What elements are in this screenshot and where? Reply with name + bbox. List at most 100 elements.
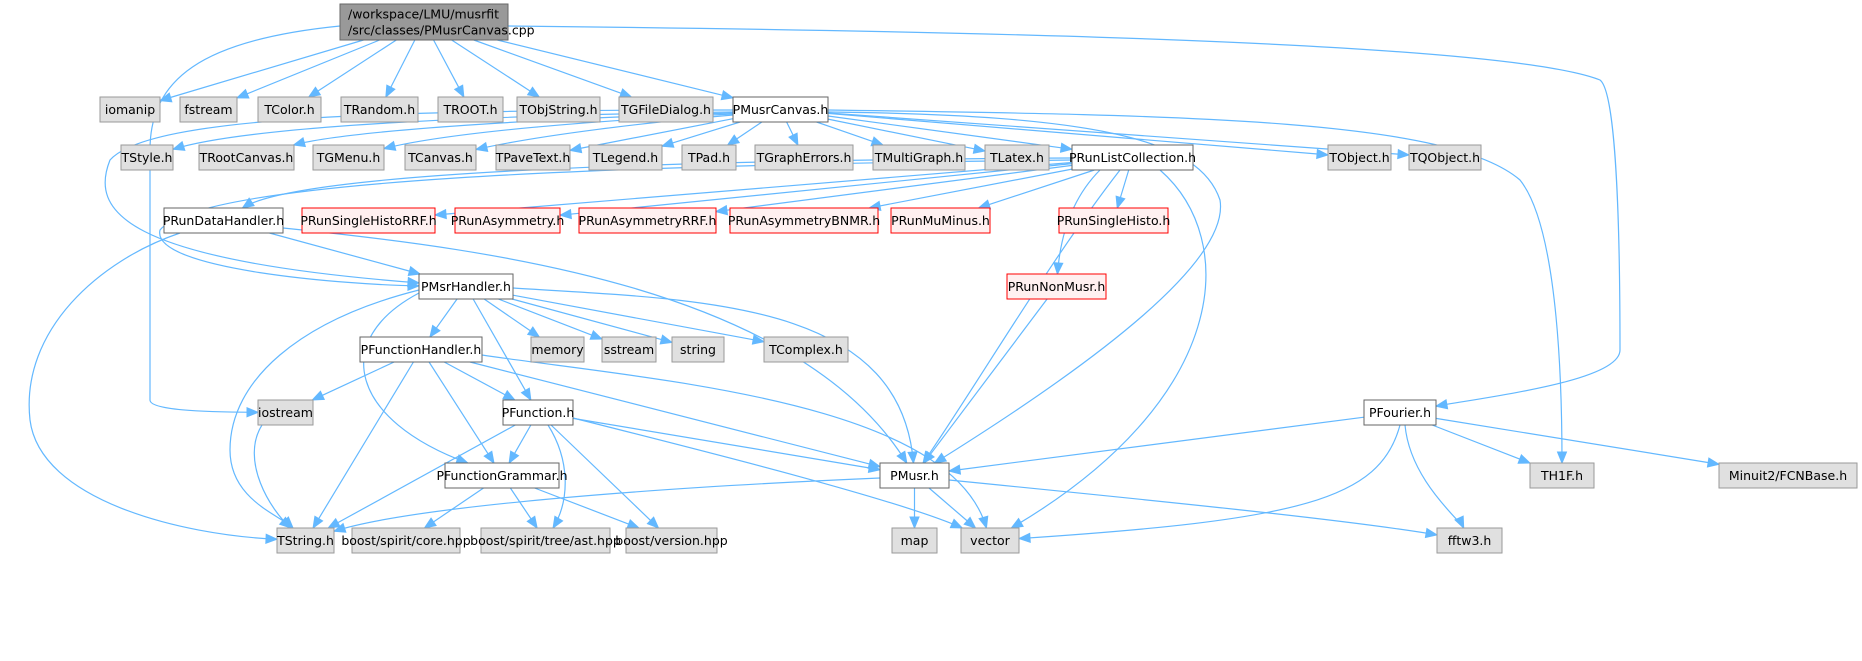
edge-line (877, 168, 1073, 207)
edge-arrowhead (1316, 148, 1330, 160)
node-box (872, 144, 966, 171)
edge-line (320, 361, 395, 397)
edge-arrowhead (526, 86, 541, 98)
edge-arrowhead (382, 140, 397, 151)
node-PFunction[interactable]: PFunction.h (502, 399, 575, 426)
node-box (120, 144, 174, 171)
node-box (960, 527, 1020, 554)
edge-PMusrCanvas-to-TLegend (660, 121, 741, 148)
edge-line (550, 424, 653, 523)
node-PRunAsymmetry: PRunAsymmetry.h (451, 207, 564, 234)
edge-PRunDataHandler-to-PMusr (282, 227, 908, 465)
edge-line (315, 39, 397, 93)
node-label: PRunAsymmetryBNMR.h (728, 213, 880, 228)
node-label: TMultiGraph.h (874, 150, 963, 165)
node-label: sstream (604, 342, 654, 357)
node-PMusrCanvas[interactable]: PMusrCanvas.h (732, 96, 829, 123)
edge-arrowhead (907, 451, 918, 465)
node-box (890, 207, 991, 234)
node-iostream: iostream (257, 399, 314, 426)
node-PFunctionGrammar[interactable]: PFunctionGrammar.h (436, 462, 568, 489)
edge-line (443, 361, 508, 397)
edge-PMusrCanvas-to-PRunListCollection (827, 115, 1074, 153)
node-label: PRunNonMusr.h (1008, 279, 1106, 294)
node-spirit_core: boost/spirit/core.hpp (341, 527, 471, 554)
edge-arrowhead (558, 208, 572, 220)
node-box (454, 207, 561, 234)
node-label: TComplex.h (768, 342, 843, 357)
edge-PMsrHandler-to-PMusr (512, 287, 918, 465)
edge-line (986, 169, 1095, 206)
edge-line (28, 232, 278, 540)
node-label: PMusrCanvas.h (733, 102, 829, 117)
edge-PMusr-to-vector (928, 487, 977, 529)
node-box (763, 336, 849, 363)
edge-line (534, 487, 631, 526)
node-box (891, 527, 938, 554)
node-PMusr[interactable]: PMusr.h (879, 462, 950, 489)
node-box (502, 399, 574, 426)
node-label: PRunSingleHistoRRF.h (300, 213, 436, 228)
edge-arrowhead (526, 326, 541, 338)
edge-line (957, 416, 1365, 471)
edge-PFunction-to-PFunctionGrammar (508, 424, 532, 465)
edge-arrowhead (646, 516, 660, 529)
node-TPad: TPad.h (681, 144, 737, 171)
node-box (681, 144, 737, 171)
edge-PMusrCanvas-to-TMultiGraph (816, 121, 885, 147)
node-TStyle: TStyle.h (120, 144, 174, 171)
edge-arrowhead (949, 518, 964, 529)
edge-line (512, 287, 915, 464)
node-PRunNonMusr: PRunNonMusr.h (1006, 273, 1107, 300)
edge-PMsrHandler-to-PFunctionGrammar (363, 292, 470, 464)
edge-root-to-iostream (149, 25, 341, 418)
node-root[interactable]: /workspace/LMU/musrfit/src/classes/PMusr… (339, 3, 535, 41)
node-box (1058, 207, 1169, 234)
edge-PMusr-to-TString (332, 477, 881, 533)
node-label: TH1F.h (1540, 468, 1583, 483)
edge-arrowhead (867, 462, 882, 474)
edge-line (472, 298, 527, 393)
edge-PMusr-to-fftw3 (948, 479, 1439, 539)
edge-arrowhead (292, 136, 307, 148)
node-label: string (680, 342, 716, 357)
edge-arrowhead (1434, 399, 1449, 410)
node-box (1408, 144, 1482, 171)
node-label: TLegend.h (592, 150, 658, 165)
node-label: vector (970, 533, 1011, 548)
node-label: PFourier.h (1369, 405, 1431, 420)
node-PMsrHandler[interactable]: PMsrHandler.h (418, 273, 514, 300)
edge-arrowhead (660, 137, 675, 148)
node-TGraphErrors: TGraphErrors.h (754, 144, 854, 171)
edge-line (511, 298, 664, 341)
edge-line (282, 227, 908, 464)
node-PRunDataHandler[interactable]: PRunDataHandler.h (163, 207, 284, 234)
edge-line (1431, 424, 1522, 461)
node-label: TQObject.h (1409, 150, 1480, 165)
edge-arrowhead (933, 452, 948, 464)
edge-line (269, 232, 412, 273)
node-label: TStyle.h (121, 150, 173, 165)
node-box (588, 144, 663, 171)
node-label: boost/spirit/tree/ast.hpp (470, 533, 621, 548)
node-PRunListCollection[interactable]: PRunListCollection.h (1069, 144, 1196, 171)
edge-arrowhead (751, 334, 766, 345)
edge-PFunction-to-vector (572, 417, 964, 529)
edge-PMusrCanvas-to-TObject (827, 112, 1330, 160)
node-PRunSingleHistoRRF: PRunSingleHistoRRF.h (300, 207, 437, 234)
node-box (312, 144, 385, 171)
node-PFourier[interactable]: PFourier.h (1363, 399, 1437, 426)
edge-line (509, 487, 533, 521)
node-box (340, 96, 419, 123)
node-PFunctionHandler[interactable]: PFunctionHandler.h (359, 336, 483, 363)
edge-arrowhead (474, 141, 489, 153)
edge-PFunctionHandler-to-iostream (311, 361, 395, 401)
node-sstream: sstream (601, 336, 657, 363)
edge-line (149, 25, 341, 413)
node-PRunSingleHisto: PRunSingleHisto.h (1057, 207, 1170, 234)
edge-root-to-PMusrCanvas (497, 39, 735, 101)
node-iomanip: iomanip (99, 96, 161, 123)
edge-PRunListCollection-to-PRunAsymmetry (558, 163, 1073, 220)
node-box (99, 96, 161, 123)
edge-arrowhead (714, 204, 729, 216)
